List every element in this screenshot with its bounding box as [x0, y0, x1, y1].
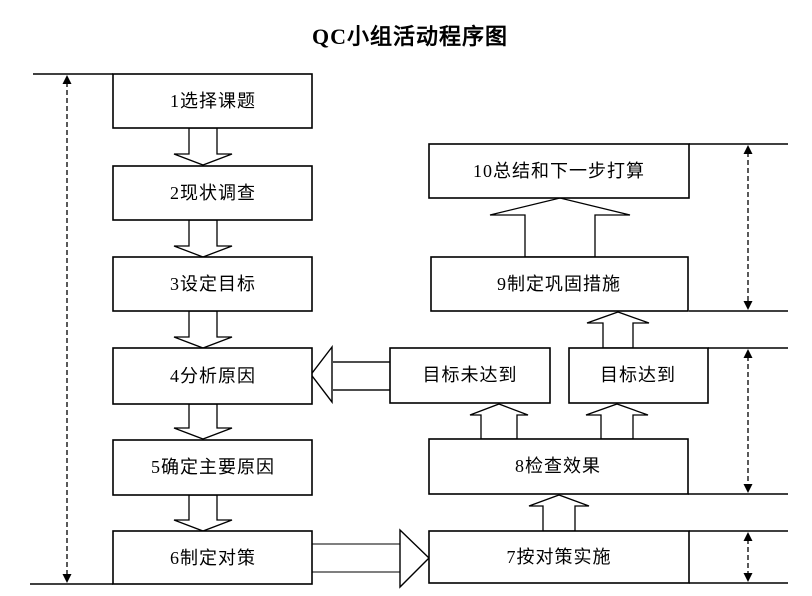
arrow-step3-to-step4-icon	[173, 310, 233, 349]
step6-label: 6制定对策	[170, 548, 256, 568]
extension-lines	[30, 73, 788, 585]
right-top-down-arrowhead-icon	[743, 301, 753, 310]
step9-box	[430, 256, 689, 312]
goal-met-box	[568, 347, 709, 404]
step4-box	[112, 347, 313, 405]
step3-node: 3设定目标	[112, 256, 313, 312]
right-bottom-down-arrowhead-icon	[743, 573, 753, 582]
step8-node: 8检查效果	[428, 438, 689, 495]
step10-label: 10总结和下一步打算	[473, 161, 645, 181]
goal-not-met-node: 目标未达到	[389, 347, 551, 404]
step10-box	[428, 143, 690, 199]
step9-label: 9制定巩固措施	[497, 274, 621, 294]
arrow-step1-to-step2-icon	[173, 127, 233, 166]
step4-node: 4分析原因	[112, 347, 313, 405]
step8-label: 8检查效果	[515, 456, 601, 476]
goal-not-met-box	[389, 347, 551, 404]
arrow-step5-to-step6-icon	[173, 494, 233, 532]
step5-box	[112, 439, 313, 496]
right-bottom-up-arrowhead-icon	[743, 532, 753, 541]
step7-box	[428, 530, 690, 584]
action-phase-dimension	[743, 145, 753, 310]
left-arrowhead-icon	[310, 344, 333, 405]
arrow-step7-to-step8-icon	[528, 494, 590, 532]
step6-box	[112, 530, 313, 585]
do-phase-dimension	[743, 532, 753, 582]
goal-not-met-label: 目标未达到	[423, 365, 518, 385]
arrow-step8-to-goal-met-icon	[585, 403, 649, 440]
step7-node: 7按对策实施	[428, 530, 690, 584]
arrow-step2-to-step3-icon	[173, 219, 233, 258]
right-top-up-arrowhead-icon	[743, 145, 753, 154]
arrow-step6-to-step7	[312, 528, 430, 589]
step4-label: 4分析原因	[170, 366, 256, 386]
goal-met-node: 目标达到	[568, 347, 709, 404]
diagram-title: QC小组活动程序图	[312, 24, 508, 49]
step2-box	[112, 165, 313, 221]
arrow-goal-met-to-step9-icon	[586, 311, 650, 349]
arrow-step4-to-step5-icon	[173, 403, 233, 440]
right-middle-down-arrowhead-icon	[743, 484, 753, 493]
left-dashed-up-arrowhead-icon	[62, 75, 72, 84]
step2-node: 2现状调查	[112, 165, 313, 221]
step5-label: 5确定主要原因	[151, 457, 275, 477]
step9-node: 9制定巩固措施	[430, 256, 689, 312]
arrow-step9-to-step10-icon	[489, 197, 631, 258]
step8-box	[428, 438, 689, 495]
step6-node: 6制定对策	[112, 530, 313, 585]
plan-phase-dimension	[62, 75, 72, 583]
step1-box	[112, 73, 313, 129]
arrow-goal-not-met-to-step4	[310, 344, 390, 405]
check-phase-dimension	[743, 349, 753, 493]
step3-label: 3设定目标	[170, 274, 256, 294]
right-middle-up-arrowhead-icon	[743, 349, 753, 358]
step5-node: 5确定主要原因	[112, 439, 313, 496]
up-arrows	[469, 197, 650, 532]
goal-met-label: 目标达到	[600, 365, 676, 385]
right-arrowhead-icon	[399, 528, 430, 589]
down-arrows	[173, 127, 233, 532]
step3-box	[112, 256, 313, 312]
arrow-step8-to-goal-not-met-icon	[469, 403, 529, 440]
left-dashed-down-arrowhead-icon	[62, 574, 72, 583]
step10-node: 10总结和下一步打算	[428, 143, 690, 199]
step7-label: 7按对策实施	[507, 547, 612, 567]
step1-label: 1选择课题	[170, 91, 256, 111]
step2-label: 2现状调查	[170, 183, 256, 203]
step1-node: 1选择课题	[112, 73, 313, 129]
